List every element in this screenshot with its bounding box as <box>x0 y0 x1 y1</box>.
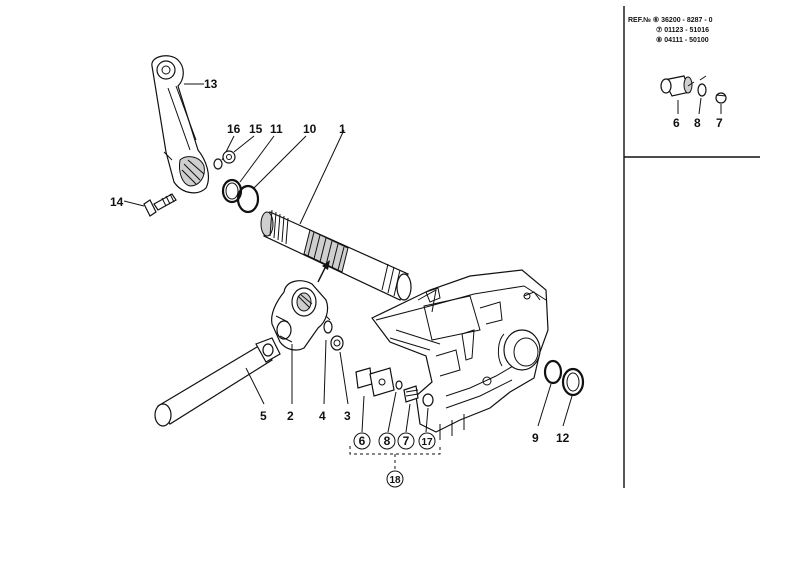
inset-label-6: 6 <box>673 116 680 130</box>
inset-washer-8 <box>697 75 707 97</box>
label-4: 4 <box>319 409 326 423</box>
kit-parts <box>355 367 434 433</box>
part-3-nut <box>330 335 349 405</box>
part-14-bolt <box>123 193 177 217</box>
reference-line-3: ⑧ 04111 - 50100 <box>656 36 709 44</box>
part-5-rod <box>154 337 281 427</box>
reference-line-2: ⑦ 01123 - 51016 <box>656 26 709 34</box>
kit-bracket <box>349 446 441 455</box>
label-12: 12 <box>556 431 570 445</box>
kit-callouts: 6 8 7 17 18 <box>349 432 441 488</box>
label-5: 5 <box>260 409 267 423</box>
label-9: 9 <box>532 431 539 445</box>
kit-circle-8 <box>378 432 396 450</box>
part-4-washer <box>323 315 333 405</box>
kit-circle-6 <box>353 432 371 450</box>
kit-label-7: 7 <box>403 434 410 448</box>
kit-circle-18 <box>386 470 404 488</box>
kit-label-17: 17 <box>421 437 433 448</box>
part-12-snap-ring <box>561 367 585 427</box>
inset-label-8: 8 <box>694 116 701 130</box>
label-11: 11 <box>270 122 283 136</box>
kit-circle-7 <box>397 432 415 450</box>
reference-line-1: REF.№ ⑥ 36200 - 8287 - 0 <box>628 16 713 24</box>
kit-label-8: 8 <box>384 434 391 448</box>
part-10-seal <box>236 135 307 214</box>
label-16: 16 <box>227 122 241 136</box>
label-2: 2 <box>287 409 294 423</box>
inset-label-7: 7 <box>716 116 723 130</box>
label-1: 1 <box>339 122 346 136</box>
kit-circle-17 <box>418 432 436 450</box>
lift-housing <box>371 269 549 440</box>
reference-block: REF.№ ⑥ 36200 - 8287 - 0 ⑦ 01123 - 51016… <box>628 16 713 44</box>
assembly-arrow <box>317 260 330 283</box>
label-10: 10 <box>303 122 317 136</box>
inset-nut-7 <box>715 92 727 104</box>
part-labels: 13 14 16 15 11 10 1 5 2 4 3 9 12 <box>110 77 570 445</box>
label-14: 14 <box>110 195 124 209</box>
part-11-o-ring <box>221 135 275 204</box>
part-13-lift-arm <box>151 55 210 194</box>
part-1-lift-shaft <box>260 129 412 301</box>
kit-label-6: 6 <box>359 434 366 448</box>
label-13: 13 <box>204 77 218 91</box>
kit-label-18: 18 <box>389 475 401 486</box>
part-9-o-ring <box>537 359 563 427</box>
inset-frame <box>623 6 760 488</box>
label-15: 15 <box>249 122 263 136</box>
part-2-lift-arm <box>271 280 329 404</box>
inset-parts: 6 8 7 <box>660 75 727 130</box>
label-3: 3 <box>344 409 351 423</box>
part-15-nut <box>222 135 255 164</box>
inset-bolt-6 <box>660 75 695 97</box>
